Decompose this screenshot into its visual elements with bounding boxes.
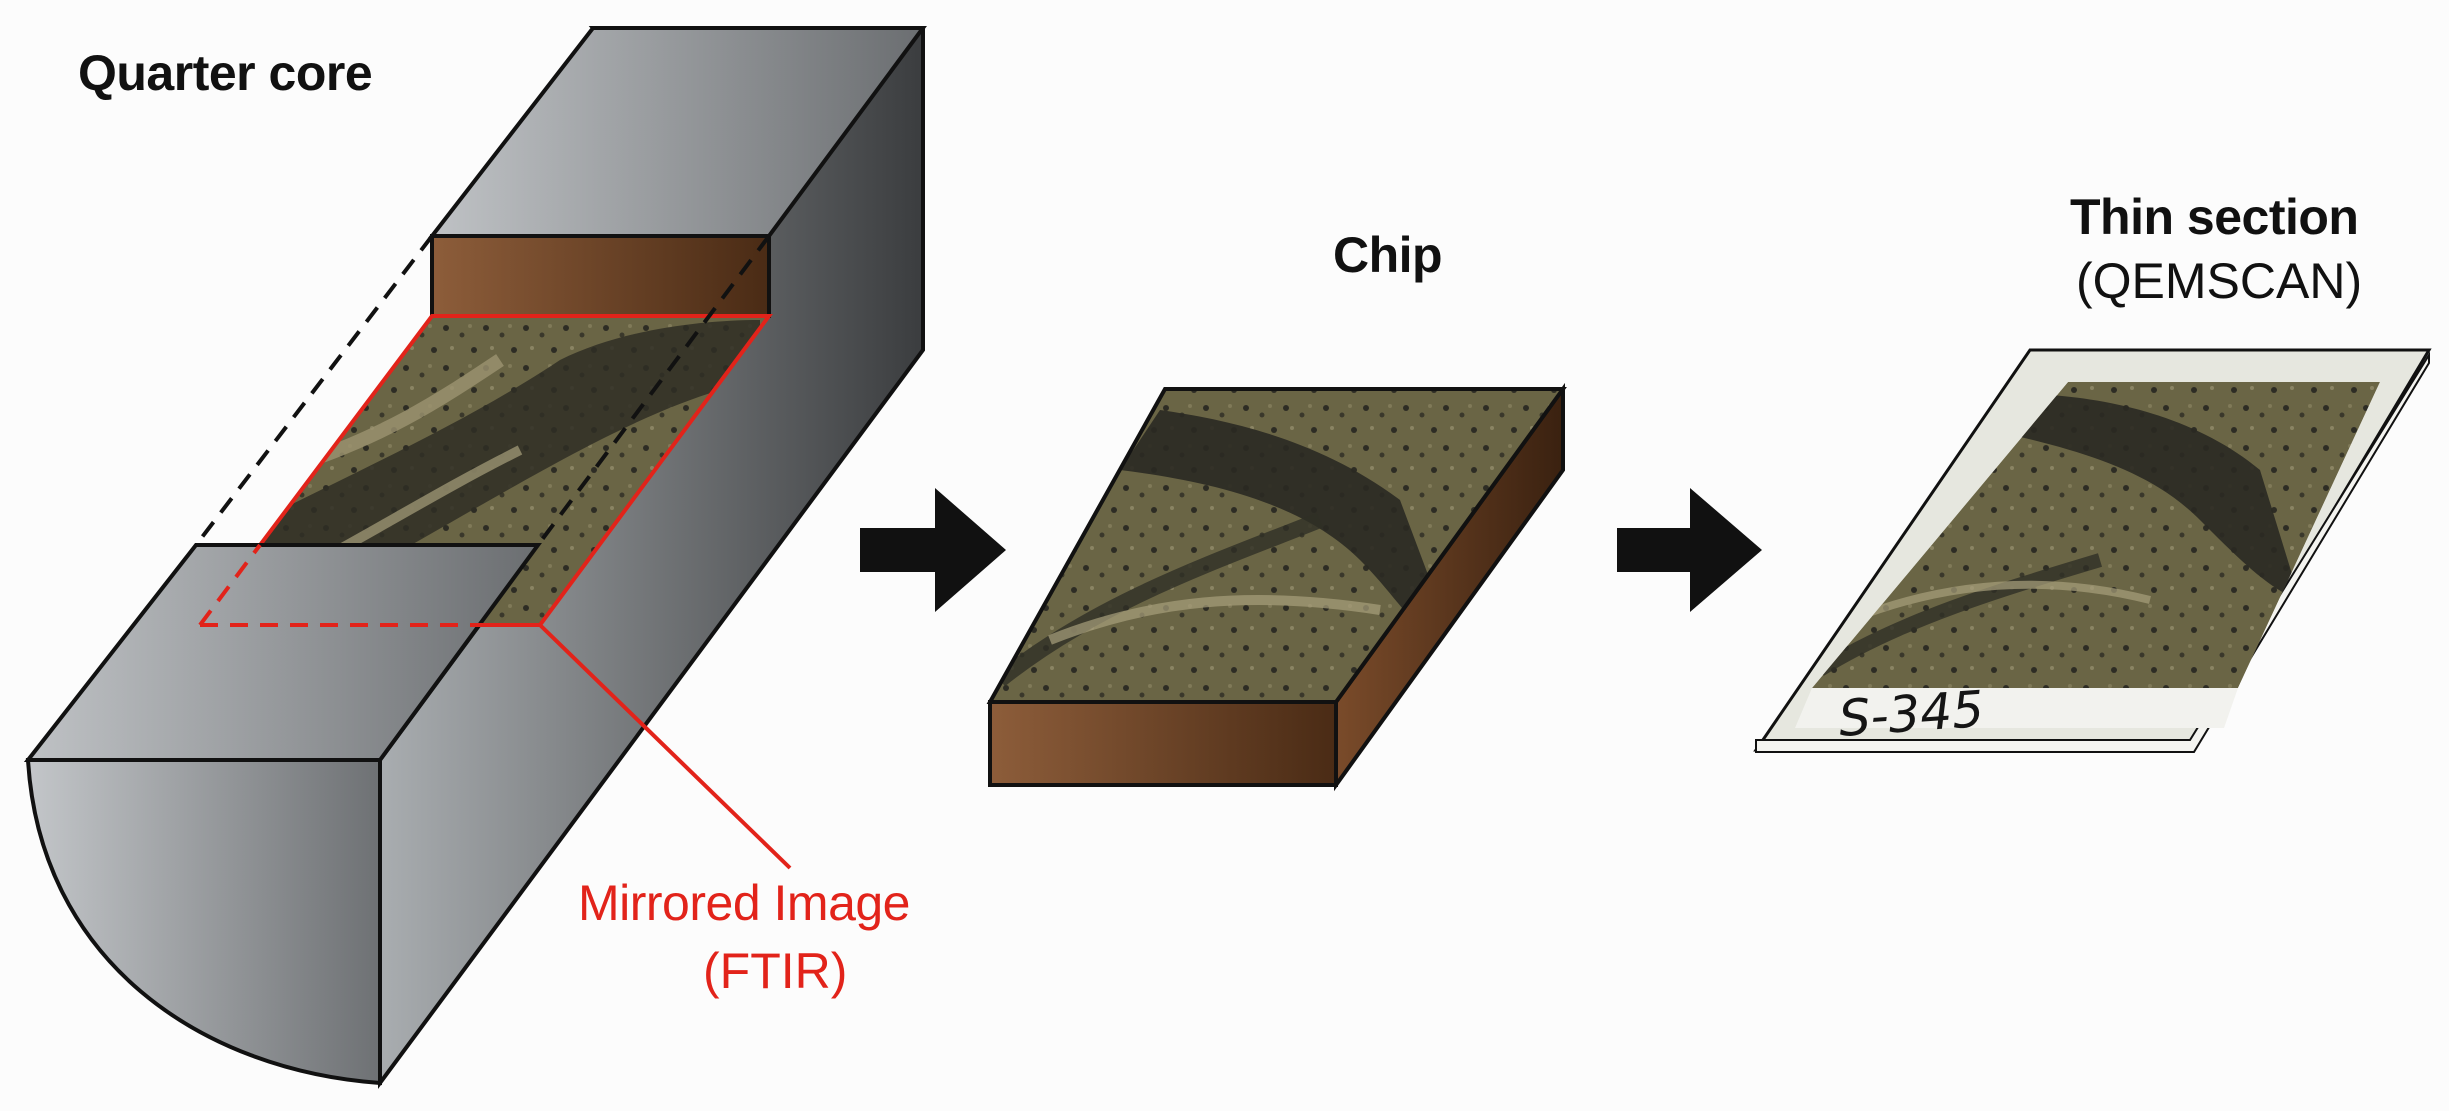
quarter-core-label: Quarter core <box>78 45 373 101</box>
arrow-right-icon <box>1617 488 1762 612</box>
chip-label: Chip <box>1333 227 1443 283</box>
mirrored-image-label: Mirrored Image <box>578 875 911 931</box>
dashed-cut-line <box>536 234 771 547</box>
slide-glass-edge <box>1755 351 2430 753</box>
mirrored-image-leader-line <box>538 623 792 870</box>
core-front-curved-face <box>25 758 382 1086</box>
chip-top-face <box>990 389 1563 702</box>
chip <box>986 382 1567 792</box>
chip-front-face <box>988 700 1338 787</box>
core-cut-wall <box>430 234 771 318</box>
thin-section-slide: S-345 <box>1753 348 2432 753</box>
thin-section-method-label: (QEMSCAN) <box>2076 253 2363 309</box>
slide-label-text: S-345 <box>1837 680 1986 748</box>
quarter-core <box>23 26 927 1090</box>
red-dashed-line <box>198 543 262 627</box>
arrow-right-icon <box>860 488 1006 612</box>
mirrored-image-method-label: (FTIR) <box>703 943 848 999</box>
slide-label-area <box>1795 688 2238 728</box>
slide-sample <box>1812 382 2380 688</box>
dashed-cut-line <box>194 234 434 547</box>
thin-section-label: Thin section <box>2070 189 2359 245</box>
